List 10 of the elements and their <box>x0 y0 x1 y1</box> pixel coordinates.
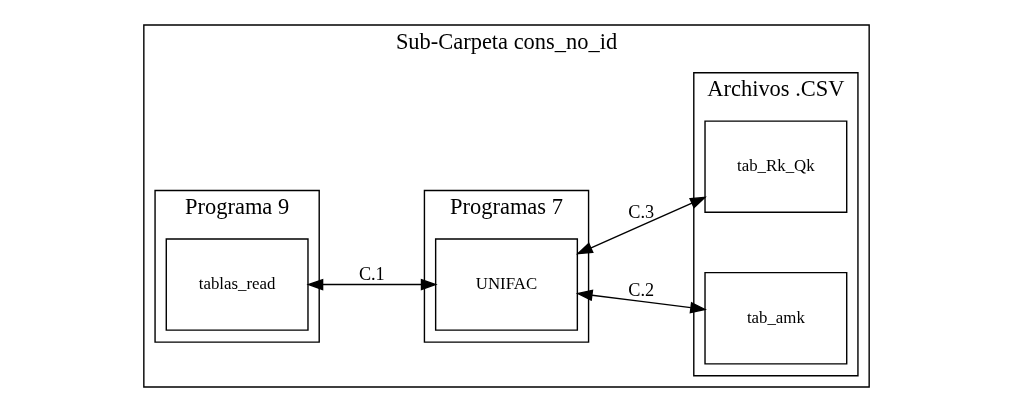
edge-label: C.2 <box>627 280 654 301</box>
edge-label: C.3 <box>627 201 654 222</box>
node-box: UNIFAC <box>434 238 578 331</box>
arrow <box>575 196 707 255</box>
edge-label: C.1 <box>358 263 385 284</box>
arrow <box>305 278 438 291</box>
node-box: tab_Rk_Qk <box>703 120 847 213</box>
arrow <box>575 289 707 314</box>
node-box: tablas_read <box>165 238 309 331</box>
node-box: tab_amk <box>703 271 847 365</box>
